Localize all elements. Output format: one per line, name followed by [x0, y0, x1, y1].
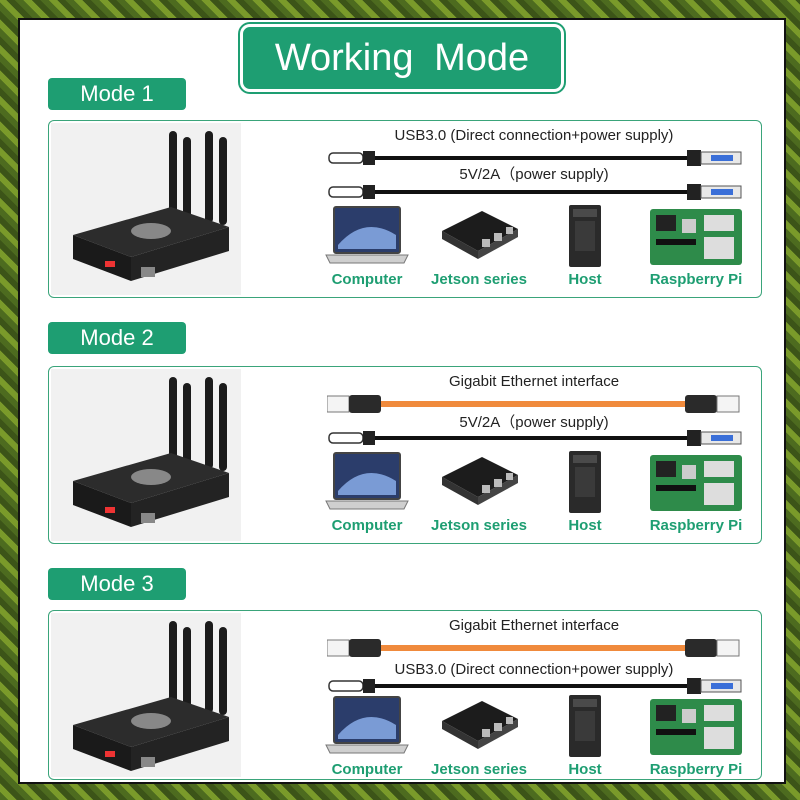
raspberry-pi-board-icon	[637, 205, 755, 267]
device-raspberry-pi: Raspberry Pi	[637, 205, 755, 288]
mode-1-label: Mode 1	[48, 78, 186, 110]
cable-label: 5V/2A（power supply)	[459, 414, 609, 431]
mode-2-panel: Gigabit Ethernet interface 5V/2A（power s…	[48, 366, 762, 544]
device-host: Host	[535, 205, 635, 288]
mode-2-label: Mode 2	[48, 322, 186, 354]
cable-label: Gigabit Ethernet interface	[448, 373, 620, 390]
device-jetson: Jetson series	[429, 451, 529, 534]
device-host: Host	[535, 695, 635, 778]
laptop-icon	[317, 695, 417, 757]
device-computer: Computer	[317, 205, 417, 288]
device-raspberry-pi: Raspberry Pi	[637, 451, 755, 534]
device-computer: Computer	[317, 695, 417, 778]
cable-label: 5V/2A（power supply)	[459, 166, 609, 183]
usb-cable	[327, 675, 747, 697]
mode-3-panel: Gigabit Ethernet interface USB3.0 (Direc…	[48, 610, 762, 780]
laptop-icon	[317, 205, 417, 267]
device-raspberry-pi: Raspberry Pi	[637, 695, 755, 778]
usb-cable	[327, 427, 747, 449]
ethernet-cable	[326, 637, 747, 659]
raspberry-pi-board-icon	[637, 695, 755, 757]
desktop-tower-icon	[535, 695, 635, 757]
router-image	[51, 613, 241, 777]
page-title: Working Mode	[240, 24, 564, 92]
mode-3-label: Mode 3	[48, 568, 186, 600]
desktop-tower-icon	[535, 451, 635, 513]
laptop-icon	[317, 451, 417, 513]
raspberry-pi-board-icon	[637, 451, 755, 513]
jetson-board-icon	[429, 695, 529, 757]
mode-1-panel: USB3.0 (Direct connection+power supply) …	[48, 120, 762, 298]
device-row: Computer Jetson series Host Raspb	[317, 695, 757, 779]
device-row: Computer Jetson series Host Raspb	[317, 451, 757, 541]
device-row: Computer Jetson series Host Raspb	[317, 205, 757, 295]
cable-label: Gigabit Ethernet interface	[448, 617, 620, 634]
router-image	[51, 369, 241, 541]
desktop-tower-icon	[535, 205, 635, 267]
cable-label: USB3.0 (Direct connection+power supply)	[394, 661, 674, 678]
jetson-board-icon	[429, 451, 529, 513]
router-image	[51, 123, 241, 295]
device-host: Host	[535, 451, 635, 534]
device-jetson: Jetson series	[429, 695, 529, 778]
usb-cable	[327, 147, 747, 169]
cable-label: USB3.0 (Direct connection+power supply)	[394, 127, 674, 144]
usb-cable	[327, 181, 747, 203]
device-computer: Computer	[317, 451, 417, 534]
jetson-board-icon	[429, 205, 529, 267]
ethernet-cable	[326, 393, 747, 415]
device-jetson: Jetson series	[429, 205, 529, 288]
